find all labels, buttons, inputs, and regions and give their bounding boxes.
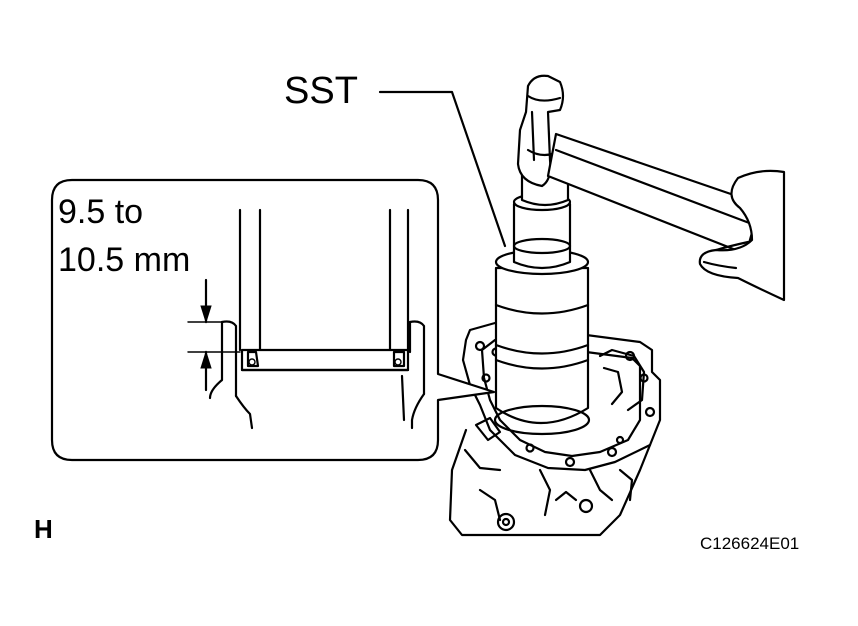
sst-label: SST [284, 70, 358, 112]
sst-leader-line [378, 90, 507, 248]
hammer [516, 74, 762, 256]
hand [698, 169, 786, 302]
detail-inset [50, 178, 496, 462]
sst-tool [493, 192, 591, 436]
dimension-label-line2: 10.5 mm [58, 241, 191, 279]
dimension-label-line1: 9.5 to [58, 193, 144, 231]
view-letter: H [34, 514, 53, 544]
figure-code: C126624E01 [700, 534, 800, 553]
